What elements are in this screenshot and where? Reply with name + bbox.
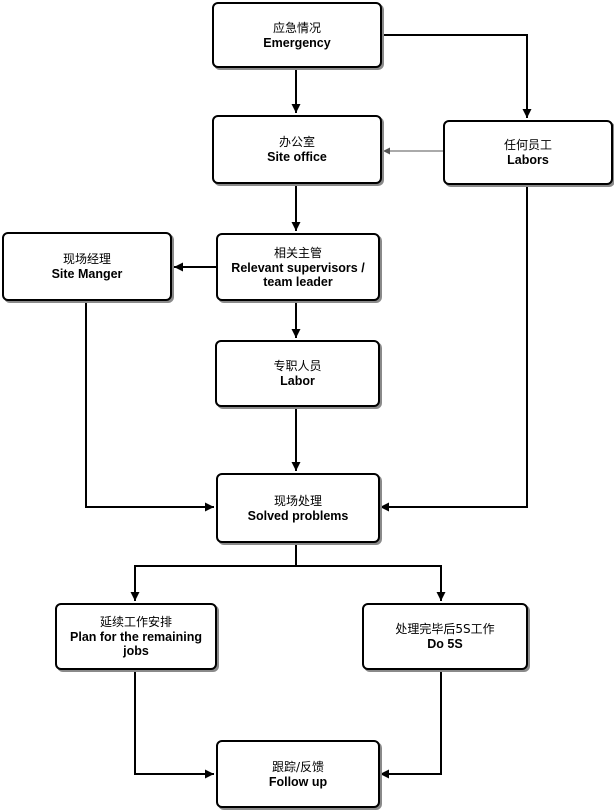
node-site-office-zh: 办公室 — [278, 135, 315, 149]
node-emergency: 应急情况 Emergency — [212, 2, 382, 68]
node-labor-zh: 专职人员 — [273, 359, 322, 373]
node-solved-problems-en: Solved problems — [247, 508, 349, 523]
arrow-plan-to-follow — [134, 670, 214, 779]
node-plan-en-line1: Plan for the remaining — [70, 630, 202, 644]
node-site-manager-en: Site Manger — [51, 267, 123, 281]
node-site-manager-zh: 现场经理 — [62, 252, 111, 266]
node-labors-zh: 任何员工 — [503, 138, 552, 152]
node-follow-up-zh: 跟踪/反馈 — [271, 759, 325, 774]
arrow-do5s-to-follow — [380, 670, 442, 779]
arrow-solved-to-plan — [130, 543, 297, 601]
node-solved-problems: 现场处理 Solved problems — [216, 473, 380, 543]
node-labors-en: Labors — [507, 153, 549, 167]
node-labors: 任何员工 Labors — [443, 120, 613, 185]
node-emergency-zh: 应急情况 — [272, 20, 321, 35]
arrow-solved-to-do5s — [296, 565, 446, 601]
node-do-5s-en: Do 5S — [427, 637, 463, 651]
node-solved-problems-zh: 现场处理 — [273, 493, 322, 508]
node-do-5s-zh: 处理完毕后5S工作 — [395, 622, 495, 636]
node-site-office: 办公室 Site office — [212, 115, 382, 184]
node-follow-up-en: Follow up — [268, 774, 328, 789]
node-labor: 专职人员 Labor — [215, 340, 380, 407]
arrow-labors-to-solved — [380, 185, 528, 512]
node-site-manager: 现场经理 Site Manger — [2, 232, 172, 301]
node-do-5s: 处理完毕后5S工作 Do 5S — [362, 603, 528, 670]
node-supervisors-en-line2: team leader — [263, 274, 333, 289]
arrow-manager-to-solved — [85, 301, 214, 512]
node-supervisors-zh: 相关主管 — [273, 245, 322, 260]
node-supervisors-en-line1: Relevant supervisors / — [231, 260, 365, 275]
node-plan-zh: 延续工作安排 — [99, 615, 172, 629]
node-supervisors: 相关主管 Relevant supervisors / team leader — [216, 233, 380, 301]
node-site-office-en: Site office — [267, 150, 327, 164]
node-plan-remaining-jobs: 延续工作安排 Plan for the remaining jobs — [55, 603, 217, 670]
arrow-emergency-to-labors — [382, 34, 532, 118]
node-labor-en: Labor — [280, 374, 315, 388]
node-emergency-en: Emergency — [263, 35, 331, 50]
node-follow-up: 跟踪/反馈 Follow up — [216, 740, 380, 808]
node-plan-en-line2: jobs — [123, 644, 149, 658]
